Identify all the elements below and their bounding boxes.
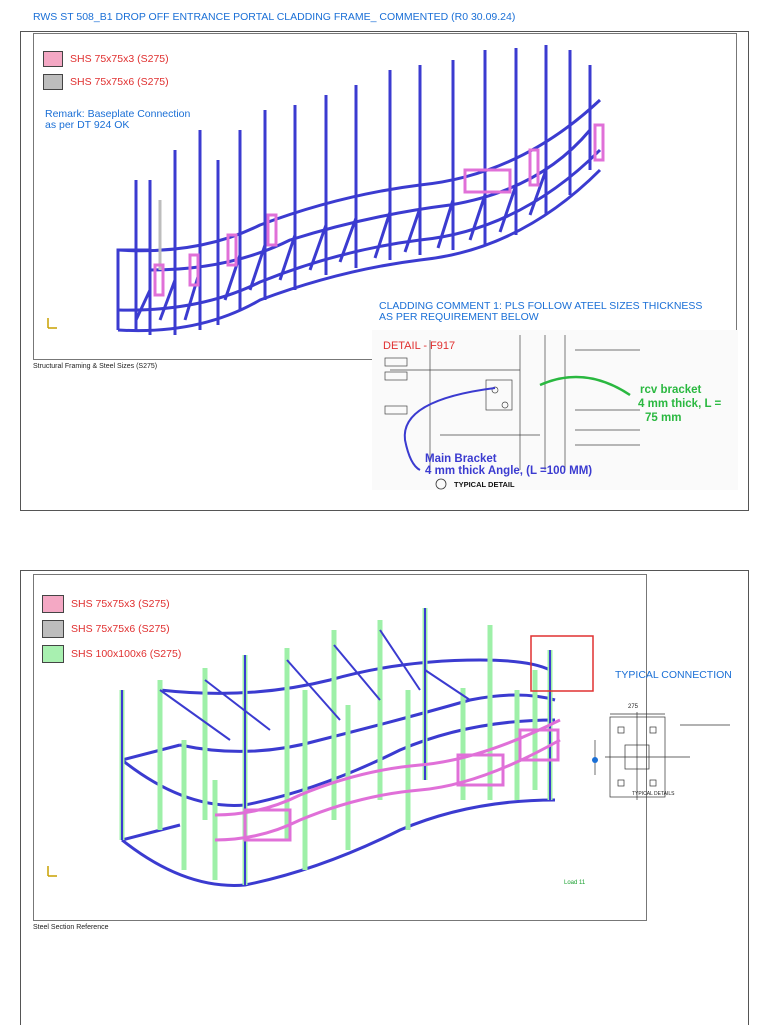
bottom-legend-item-3: SHS 100x100x6 (S275): [42, 645, 181, 663]
bottom-legend-item-2: SHS 75x75x6 (S275): [42, 620, 170, 638]
rcv-bracket-leader: [539, 375, 631, 397]
document-title: RWS ST 508_B1 DROP OFF ENTRANCE PORTAL C…: [33, 11, 516, 23]
axis-icon: [47, 866, 57, 877]
baseplate-remark: Remark: Baseplate Connection as per DT 9…: [45, 108, 191, 131]
detail-title: DETAIL - F917: [383, 340, 456, 352]
load-label: Load 11: [564, 880, 586, 886]
typical-connection-highlight: [530, 635, 594, 692]
top-legend-item-1: SHS 75x75x3 (S275): [43, 51, 169, 67]
typical-connection-label: TYPICAL CONNECTION: [615, 669, 732, 681]
connection-detail-label: TYPICAL DETAILS: [632, 791, 675, 797]
top-legend-item-2: SHS 75x75x6 (S275): [43, 74, 169, 90]
main-bracket-note: Main Bracket 4 mm thick Angle, (L =100 M…: [425, 453, 593, 477]
bottom-legend-item-1: SHS 75x75x3 (S275): [42, 595, 170, 613]
bottom-caption: Steel Section Reference: [33, 924, 109, 931]
main-bracket-leader: [403, 387, 496, 471]
axis-icon: [47, 318, 57, 329]
legend-label: SHS 100x100x6 (S275): [71, 648, 182, 660]
rcv-bracket-note: rcv bracket 4 mm thick, L = 75 mm: [638, 384, 722, 424]
typical-detail-label: TYPICAL DETAIL: [454, 480, 515, 489]
legend-swatch-pink: [43, 51, 63, 67]
dimension-275: 275: [628, 704, 639, 710]
legend-swatch-green: [42, 645, 64, 663]
cladding-comment: CLADDING COMMENT 1: PLS FOLLOW ATEEL SIZ…: [379, 300, 703, 323]
legend-label: SHS 75x75x6 (S275): [70, 76, 169, 88]
legend-swatch-grey: [43, 74, 63, 90]
legend-label: SHS 75x75x6 (S275): [71, 623, 170, 635]
top-caption: Structural Framing & Steel Sizes (S275): [33, 363, 158, 370]
legend-swatch-pink: [42, 595, 64, 613]
legend-label: SHS 75x75x3 (S275): [70, 53, 169, 65]
legend-label: SHS 75x75x3 (S275): [71, 598, 170, 610]
legend-swatch-grey: [42, 620, 64, 638]
